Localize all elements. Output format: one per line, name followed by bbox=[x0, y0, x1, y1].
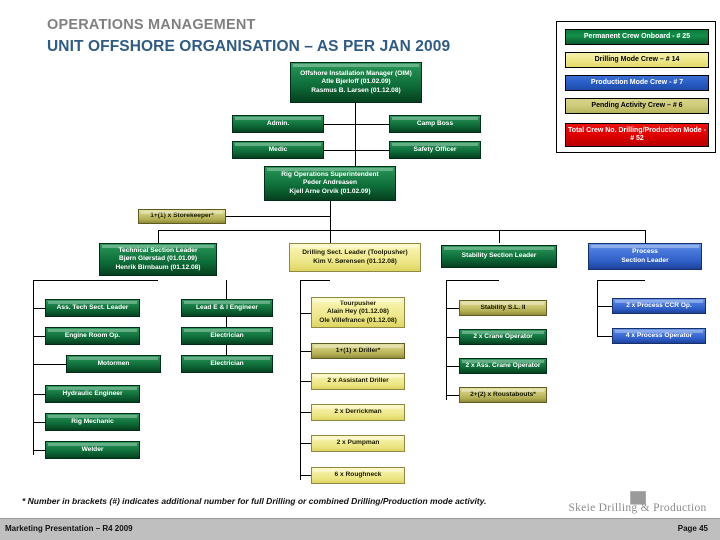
box-safety-officer[interactable]: Safety Officer bbox=[389, 141, 481, 159]
connector-ei-top bbox=[226, 280, 227, 300]
footer-page-number: Page 45 bbox=[677, 524, 708, 533]
page-title: UNIT OFFSHORE ORGANISATION – AS PER JAN … bbox=[47, 38, 451, 55]
box-pumpman[interactable]: 2 x Pumpman bbox=[311, 435, 405, 452]
connector-tech-a6 bbox=[33, 450, 45, 451]
box-crane-operator[interactable]: 2 x Crane Operator bbox=[459, 329, 547, 345]
connector-stab-s2 bbox=[446, 337, 460, 338]
footer-presentation-label: Marketing Presentation – R4 2009 bbox=[5, 524, 133, 533]
connector-safety-officer bbox=[355, 150, 421, 151]
box-motormen[interactable]: Motormen bbox=[66, 355, 161, 373]
box-camp-boss[interactable]: Camp Boss bbox=[389, 115, 481, 133]
connector-drill-d4 bbox=[300, 412, 318, 413]
connector-section-bus bbox=[158, 230, 645, 231]
box-stability-sl-2[interactable]: Stability S.L. II bbox=[459, 300, 547, 316]
box-welder[interactable]: Welder bbox=[45, 441, 140, 459]
footnote-text: * Number in brackets (#) indicates addit… bbox=[22, 496, 487, 506]
connector-tech-top bbox=[33, 280, 158, 281]
connector-storekeeper bbox=[225, 216, 331, 217]
legend-item-production-mode: Production Mode Crew - # 7 bbox=[565, 75, 709, 91]
company-logo: ▄ Skeie Drilling & Production bbox=[560, 478, 715, 515]
connector-stab-top bbox=[446, 280, 499, 281]
box-process-ccr-op[interactable]: 2 x Process CCR Op. bbox=[612, 298, 706, 314]
connector-drill-drop bbox=[330, 230, 331, 243]
connector-tech-a1 bbox=[33, 308, 45, 309]
connector-drill-d5 bbox=[300, 443, 318, 444]
box-process-section-leader[interactable]: Process Section Leader bbox=[588, 243, 702, 270]
connector-proc-spine bbox=[597, 280, 598, 337]
box-drilling-section-leader[interactable]: Drilling Sect. Leader (Toolpusher) Kim V… bbox=[289, 243, 421, 272]
box-ass-tech-sect-leader[interactable]: Ass. Tech Sect. Leader bbox=[45, 299, 140, 317]
connector-proc-p1 bbox=[597, 306, 613, 307]
box-storekeeper[interactable]: 1+(1) x Storekeeper* bbox=[138, 209, 226, 224]
box-roustabouts[interactable]: 2+(2) x Roustabouts* bbox=[459, 387, 547, 403]
logo-mark-icon: ▄ bbox=[630, 478, 646, 503]
box-process-operator[interactable]: 4 x Process Operator bbox=[612, 328, 706, 344]
box-technical-section-leader[interactable]: Technical Section Leader Bjørn Glørstad … bbox=[99, 243, 217, 276]
connector-tech-drop bbox=[158, 230, 159, 243]
logo-company-name: Skeie Drilling & Production bbox=[568, 502, 707, 514]
box-lead-ei-engineer[interactable]: Lead E & I Engineer bbox=[181, 299, 273, 317]
connector-ei-1 bbox=[226, 317, 227, 336]
connector-stab-s3 bbox=[446, 366, 460, 367]
connector-rigops-down bbox=[330, 201, 331, 230]
connector-stab-spine bbox=[446, 280, 447, 400]
connector-drill-d6 bbox=[300, 475, 318, 476]
box-ass-crane-operator[interactable]: 2 x Ass. Crane Operator bbox=[459, 358, 547, 374]
box-rig-operations-superintendent[interactable]: Rig Operations Superintendent Peder Andr… bbox=[264, 166, 396, 201]
connector-process-drop bbox=[645, 230, 646, 243]
box-derrickman[interactable]: 2 x Derrickman bbox=[311, 404, 405, 421]
connector-stability-drop bbox=[499, 230, 500, 243]
legend-item-drilling-mode: Drilling Mode Crew – # 14 bbox=[565, 52, 709, 68]
connector-drill-d2 bbox=[300, 351, 318, 352]
connector-drill-d3 bbox=[300, 381, 318, 382]
connector-oim-vertical bbox=[355, 103, 356, 171]
footer-bar: Marketing Presentation – R4 2009 Page 45 bbox=[0, 518, 720, 540]
connector-tech-a4 bbox=[33, 394, 45, 395]
box-admin[interactable]: Admin. bbox=[232, 115, 324, 133]
box-assistant-driller[interactable]: 2 x Assistant Driller bbox=[311, 373, 405, 390]
box-electrician-1[interactable]: Electrician bbox=[181, 327, 273, 345]
page-subtitle: OPERATIONS MANAGEMENT bbox=[47, 17, 256, 33]
connector-stab-s1 bbox=[446, 308, 460, 309]
box-engine-room-op[interactable]: Engine Room Op. bbox=[45, 327, 140, 345]
connector-camp-boss bbox=[355, 124, 421, 125]
connector-tech-a5 bbox=[33, 422, 45, 423]
box-driller[interactable]: 1+(1) x Driller* bbox=[311, 343, 405, 359]
connector-proc-p2 bbox=[597, 336, 613, 337]
legend-panel: Permanent Crew Onboard - # 25 Drilling M… bbox=[556, 21, 716, 153]
connector-proc-top bbox=[597, 280, 645, 281]
connector-tech-spine bbox=[33, 280, 34, 455]
connector-tech-a2 bbox=[33, 336, 45, 337]
connector-drill-spine bbox=[300, 280, 301, 480]
legend-item-permanent-crew: Permanent Crew Onboard - # 25 bbox=[565, 29, 709, 45]
legend-item-pending-activity: Pending Activity Crew – # 6 bbox=[565, 98, 709, 114]
connector-stab-s4 bbox=[446, 395, 460, 396]
connector-tech-a3 bbox=[33, 364, 66, 365]
box-electrician-2[interactable]: Electrician bbox=[181, 355, 273, 373]
connector-ei-2 bbox=[226, 345, 227, 364]
box-hydraulic-engineer[interactable]: Hydraulic Engineer bbox=[45, 385, 140, 403]
connector-drill-d1 bbox=[300, 313, 318, 314]
box-roughneck[interactable]: 6 x Roughneck bbox=[311, 467, 405, 484]
box-rig-mechanic[interactable]: Rig Mechanic bbox=[45, 413, 140, 431]
legend-item-total-crew: Total Crew No. Drilling/Production Mode … bbox=[565, 123, 709, 147]
connector-drill-top bbox=[300, 280, 330, 281]
box-offshore-installation-manager[interactable]: Offshore Installation Manager (OIM) Atle… bbox=[290, 62, 422, 103]
box-medic[interactable]: Medic bbox=[232, 141, 324, 159]
box-stability-section-leader[interactable]: Stability Section Leader bbox=[441, 245, 557, 268]
box-tourpusher[interactable]: Tourpusher Alain Hey (01.12.08) Ole Vill… bbox=[311, 297, 405, 328]
